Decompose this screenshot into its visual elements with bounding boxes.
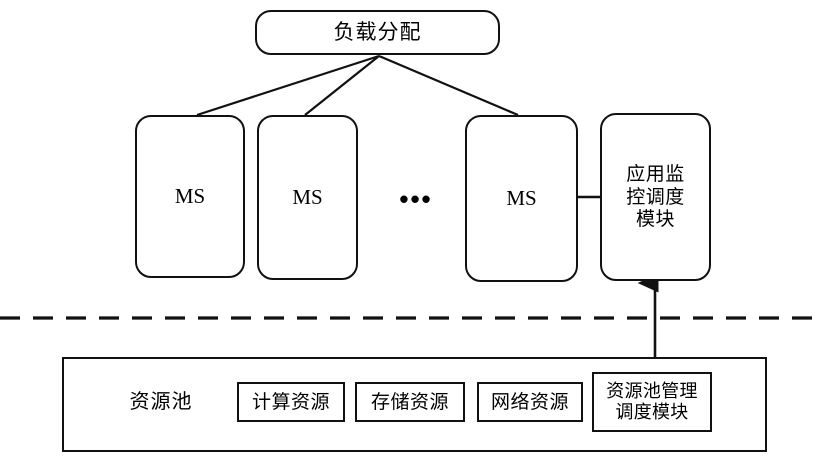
connector-lb-to-ms1 (196, 54, 380, 117)
application-monitor-scheduler-node: 应用监 控调度 模块 (600, 113, 711, 281)
connector-lb-to-ms3 (378, 54, 519, 117)
resource-pool-manager-scheduler-node: 资源池管理 调度模块 (592, 372, 712, 432)
ellipsis-indicator: ••• (399, 183, 433, 214)
resource-storage-node: 存储资源 (355, 382, 465, 422)
resource-compute-node: 计算资源 (237, 382, 345, 422)
microservice-node-1: MS (135, 115, 245, 278)
connector-lb-to-ms2 (304, 55, 380, 116)
load-balancer-node: 负载分配 (255, 10, 500, 55)
resource-pool-label: 资源池 (129, 389, 193, 414)
microservice-node-2: MS (257, 115, 358, 280)
microservice-node-3: MS (465, 115, 578, 282)
resource-network-node: 网络资源 (477, 382, 583, 422)
fanout-connectors (196, 54, 519, 117)
